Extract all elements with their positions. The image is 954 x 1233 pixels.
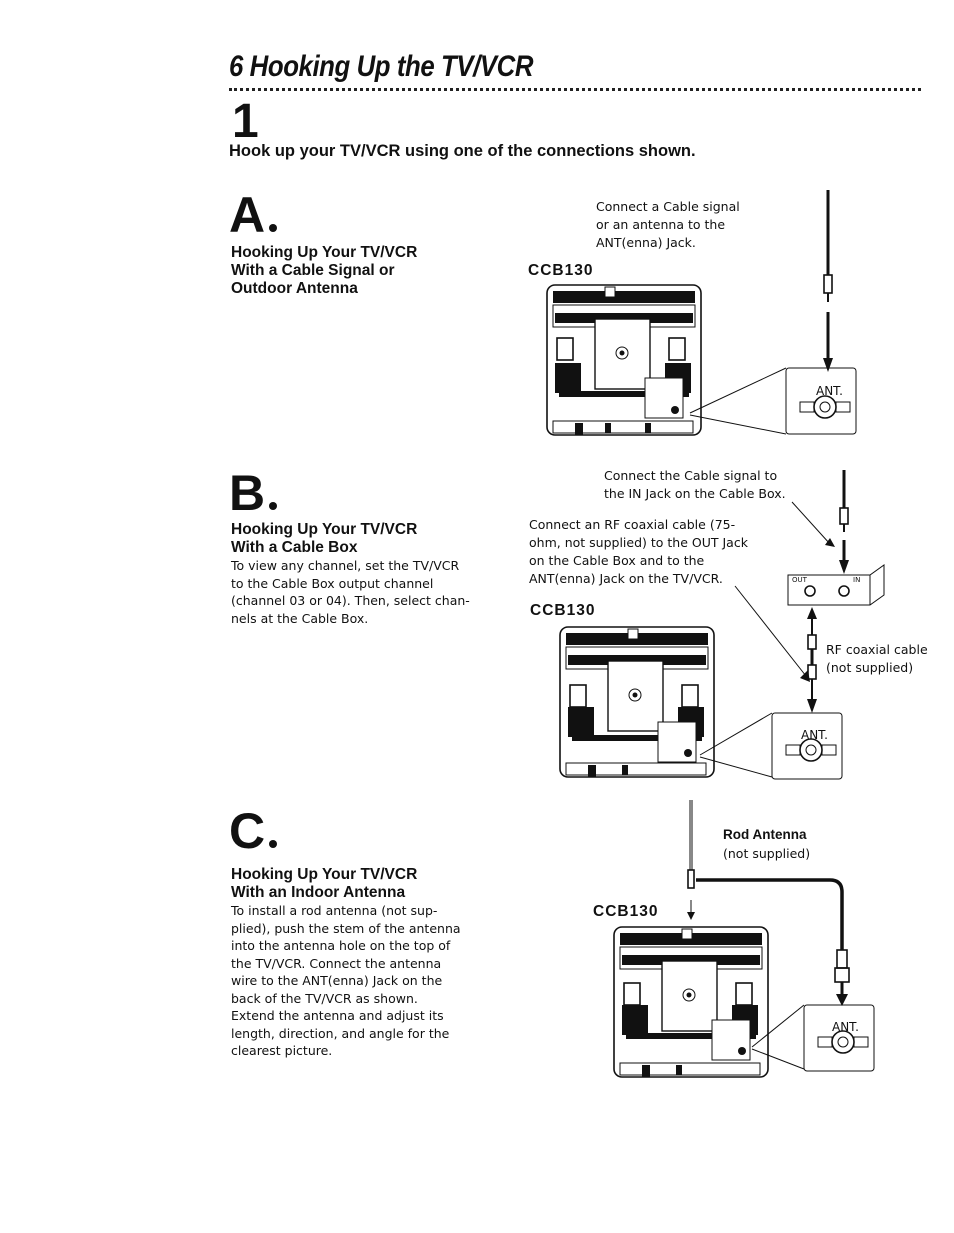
section-a-model: CCB130 bbox=[528, 262, 594, 279]
section-b-letter: B bbox=[229, 468, 278, 518]
ant-jack-zoom-a bbox=[689, 367, 857, 435]
page-header: 6 Hooking Up the TV/VCR bbox=[229, 50, 533, 84]
section-b-caption-left: Connect an RF coaxial cable (75-ohm, not… bbox=[529, 517, 748, 586]
step-instruction: Hook up your TV/VCR using one of the con… bbox=[229, 142, 696, 160]
rod-antenna-subtitle: (not supplied) bbox=[723, 846, 811, 861]
cable-box-out-label: OUT bbox=[792, 576, 807, 584]
section-a-letter: A bbox=[229, 190, 278, 240]
section-c-letter: C bbox=[229, 806, 278, 856]
step-number: 1 bbox=[232, 95, 259, 148]
ant-jack-label-c: ANT. bbox=[832, 1020, 859, 1034]
ant-jack-label-b: ANT. bbox=[801, 728, 828, 742]
tv-back-illustration-b bbox=[559, 626, 715, 778]
page-title: Hooking Up the TV/VCR bbox=[249, 50, 534, 83]
tv-back-illustration-a bbox=[546, 284, 702, 436]
cable-signal-line-a bbox=[823, 190, 833, 372]
cable-signal-line-b bbox=[839, 470, 849, 574]
cable-box-in-label: IN bbox=[853, 576, 861, 584]
section-c-model: CCB130 bbox=[593, 903, 659, 920]
ant-jack-zoom-b bbox=[699, 712, 843, 780]
ant-jack-label-a: ANT. bbox=[816, 384, 843, 398]
rod-antenna-illustration bbox=[687, 800, 850, 1006]
section-b-model: CCB130 bbox=[530, 602, 596, 619]
ant-jack-zoom-c bbox=[751, 1004, 875, 1072]
cable-box-illustration bbox=[787, 564, 885, 606]
section-c-body: To install a rod antenna (not sup-plied)… bbox=[231, 903, 461, 1058]
tv-back-illustration-c bbox=[613, 926, 769, 1078]
rod-antenna-title: Rod Antenna bbox=[723, 827, 807, 842]
section-b-caption-right: RF coaxial cable(not supplied) bbox=[826, 642, 928, 675]
page-number: 6 bbox=[229, 50, 243, 83]
header-divider bbox=[229, 88, 921, 91]
rf-coaxial-cable-b bbox=[807, 607, 817, 713]
